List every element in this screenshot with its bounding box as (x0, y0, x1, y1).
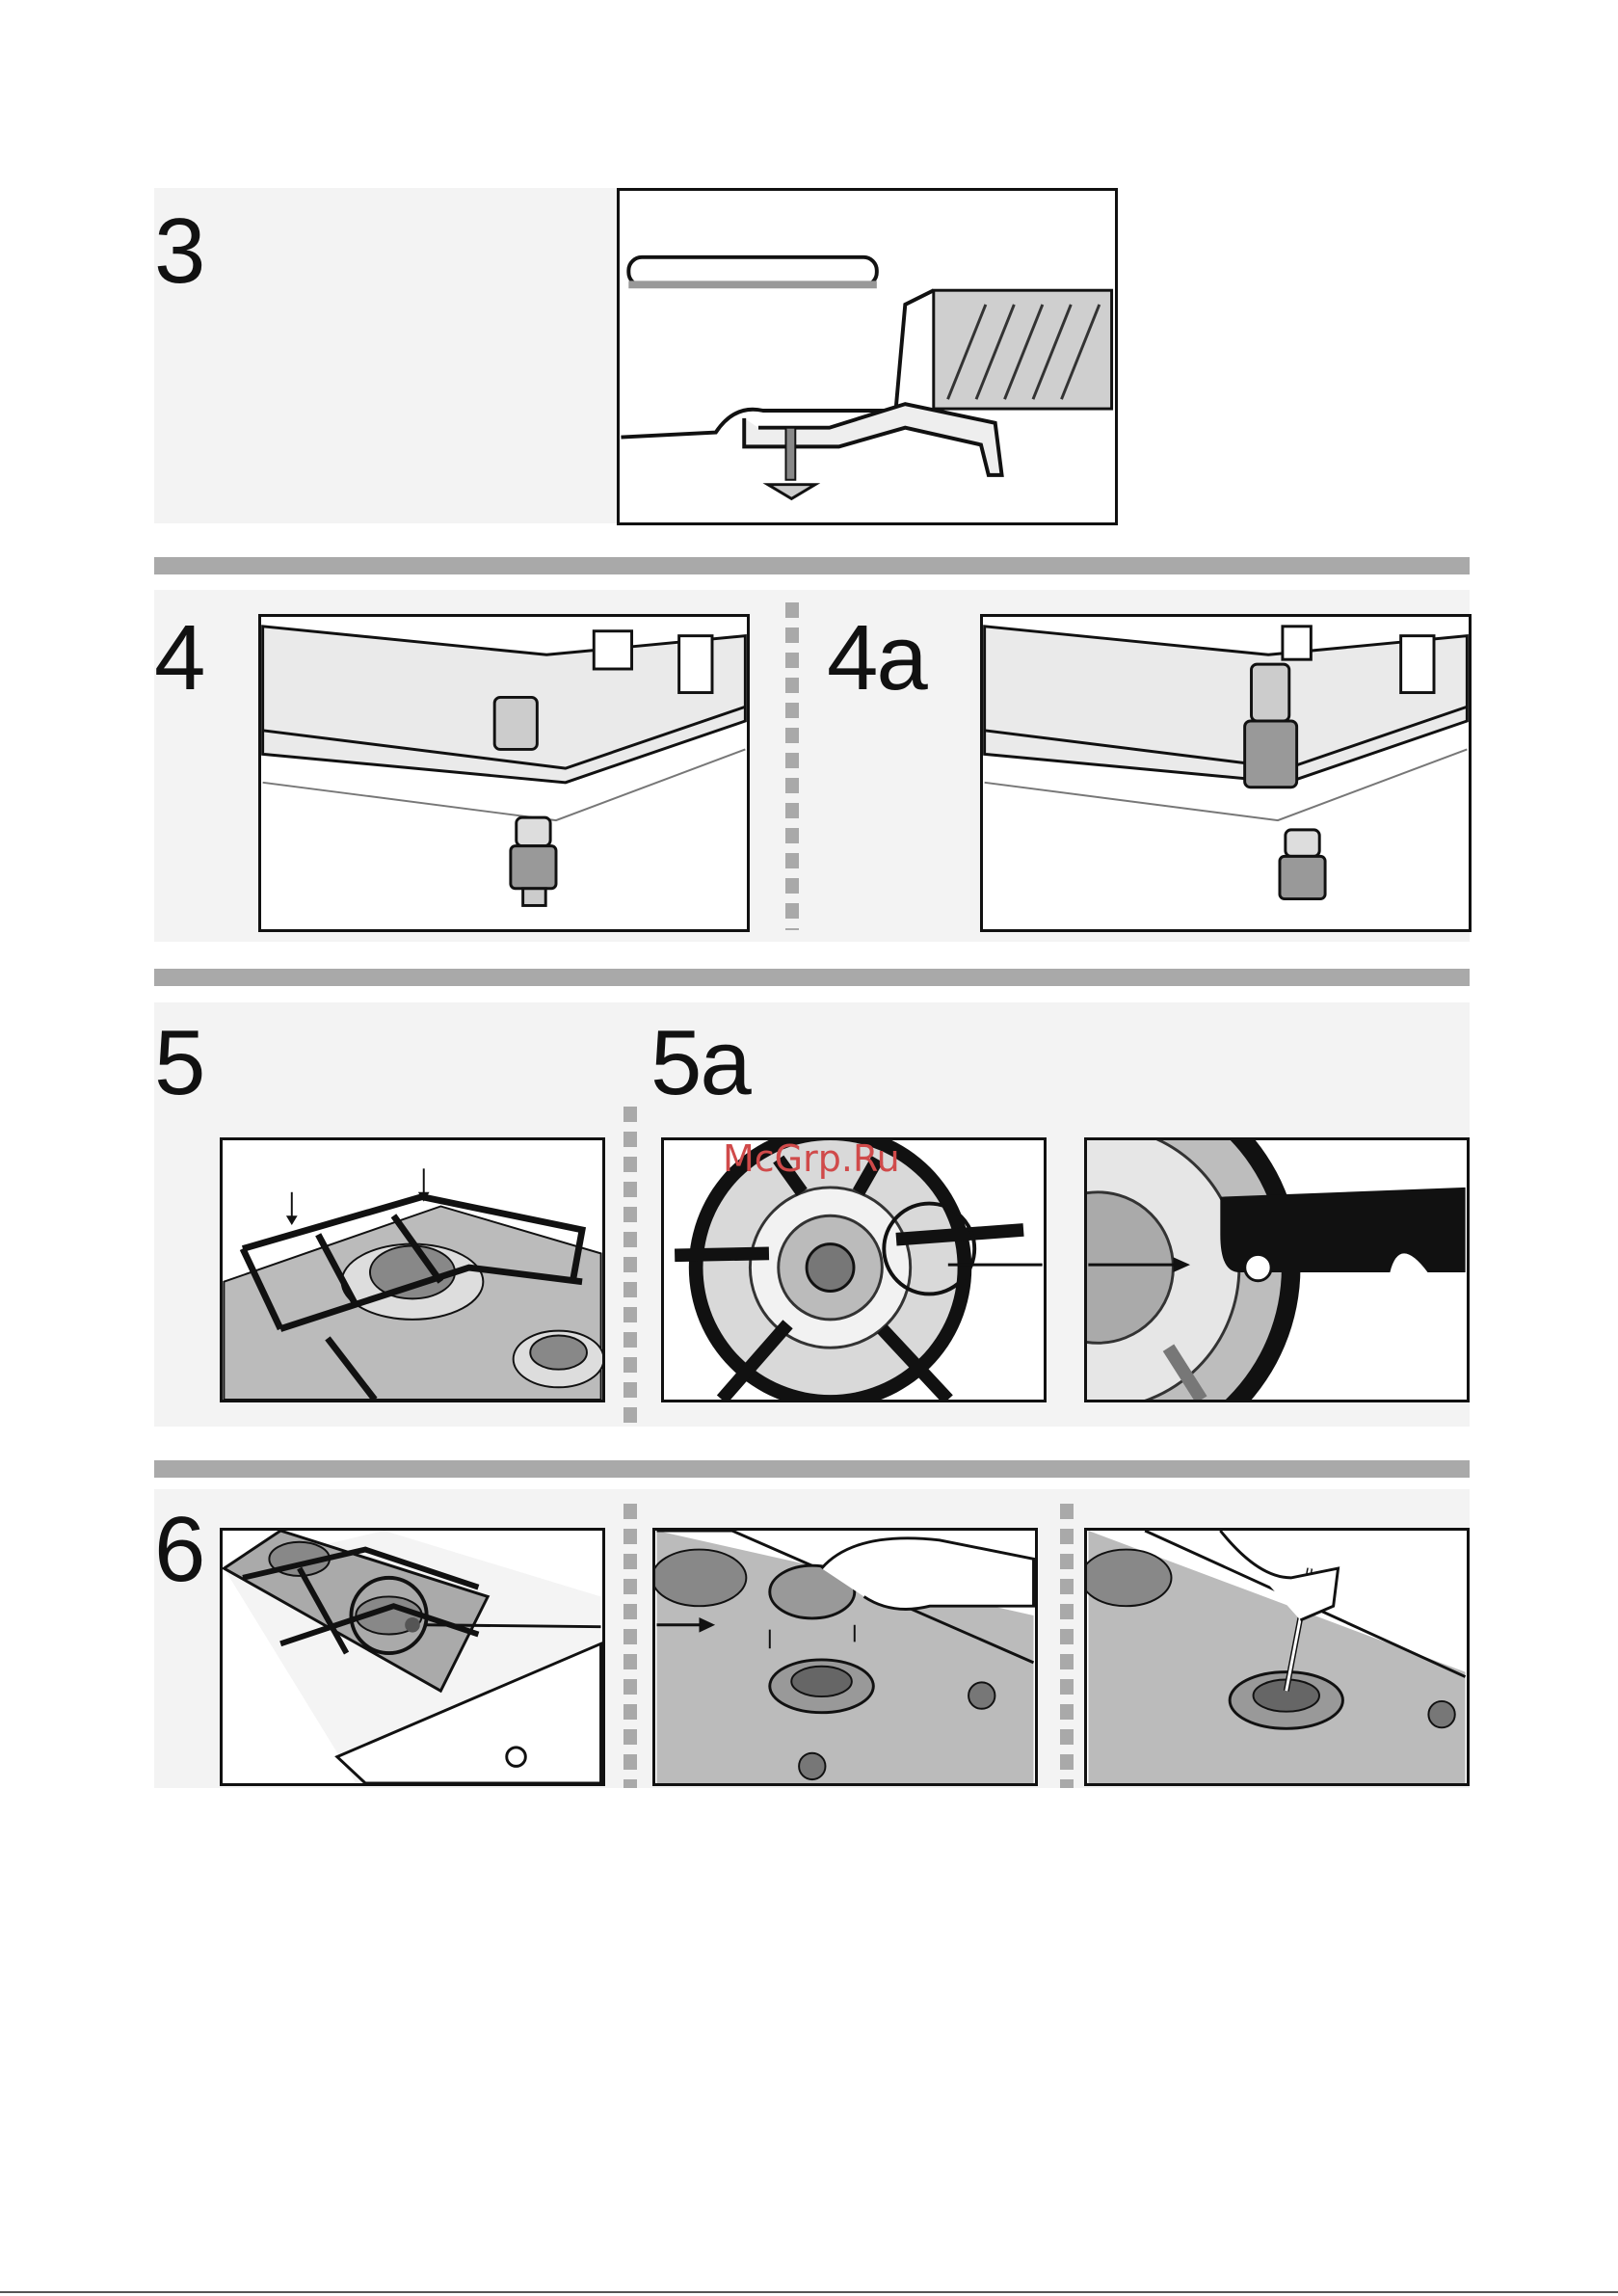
separator-1 (154, 557, 1470, 574)
illustration-remove-burner-cap (652, 1528, 1038, 1786)
illustration-clean-burner (1084, 1528, 1470, 1786)
hob-overview-drawing (223, 1531, 602, 1783)
illustration-mounting-clamp (617, 188, 1118, 525)
illustration-hob-overview (220, 1528, 605, 1786)
illustration-pan-supports (220, 1137, 605, 1402)
step-number-4: 4 (154, 612, 203, 705)
clamp-drawing (620, 191, 1115, 522)
illustration-burner-detail (1084, 1137, 1470, 1402)
burner-detail-drawing (1087, 1140, 1467, 1400)
separator-3 (154, 1460, 1470, 1478)
burner-cap-drawing (655, 1531, 1035, 1783)
step-number-5: 5 (154, 1017, 203, 1109)
connector-detached-drawing (261, 617, 747, 929)
watermark-text: McGrp.Ru (723, 1137, 900, 1180)
divider-4-4a (785, 602, 799, 930)
separator-2 (154, 969, 1470, 986)
page-bottom-edge (0, 2291, 1618, 2293)
connector-attached-drawing (983, 617, 1469, 929)
step-number-5a: 5a (650, 1017, 750, 1109)
divider-6-b (1060, 1504, 1074, 1788)
divider-6-a (623, 1504, 637, 1788)
step-number-4a: 4a (827, 612, 926, 705)
pan-supports-drawing (223, 1140, 602, 1400)
clean-burner-drawing (1087, 1531, 1467, 1783)
divider-5-5a (623, 1107, 637, 1425)
step-number-3: 3 (154, 205, 203, 298)
illustration-gas-connector-detached (258, 614, 750, 932)
illustration-gas-connector-attached (980, 614, 1472, 932)
step-number-6: 6 (154, 1504, 203, 1596)
band-step-3 (154, 188, 617, 523)
